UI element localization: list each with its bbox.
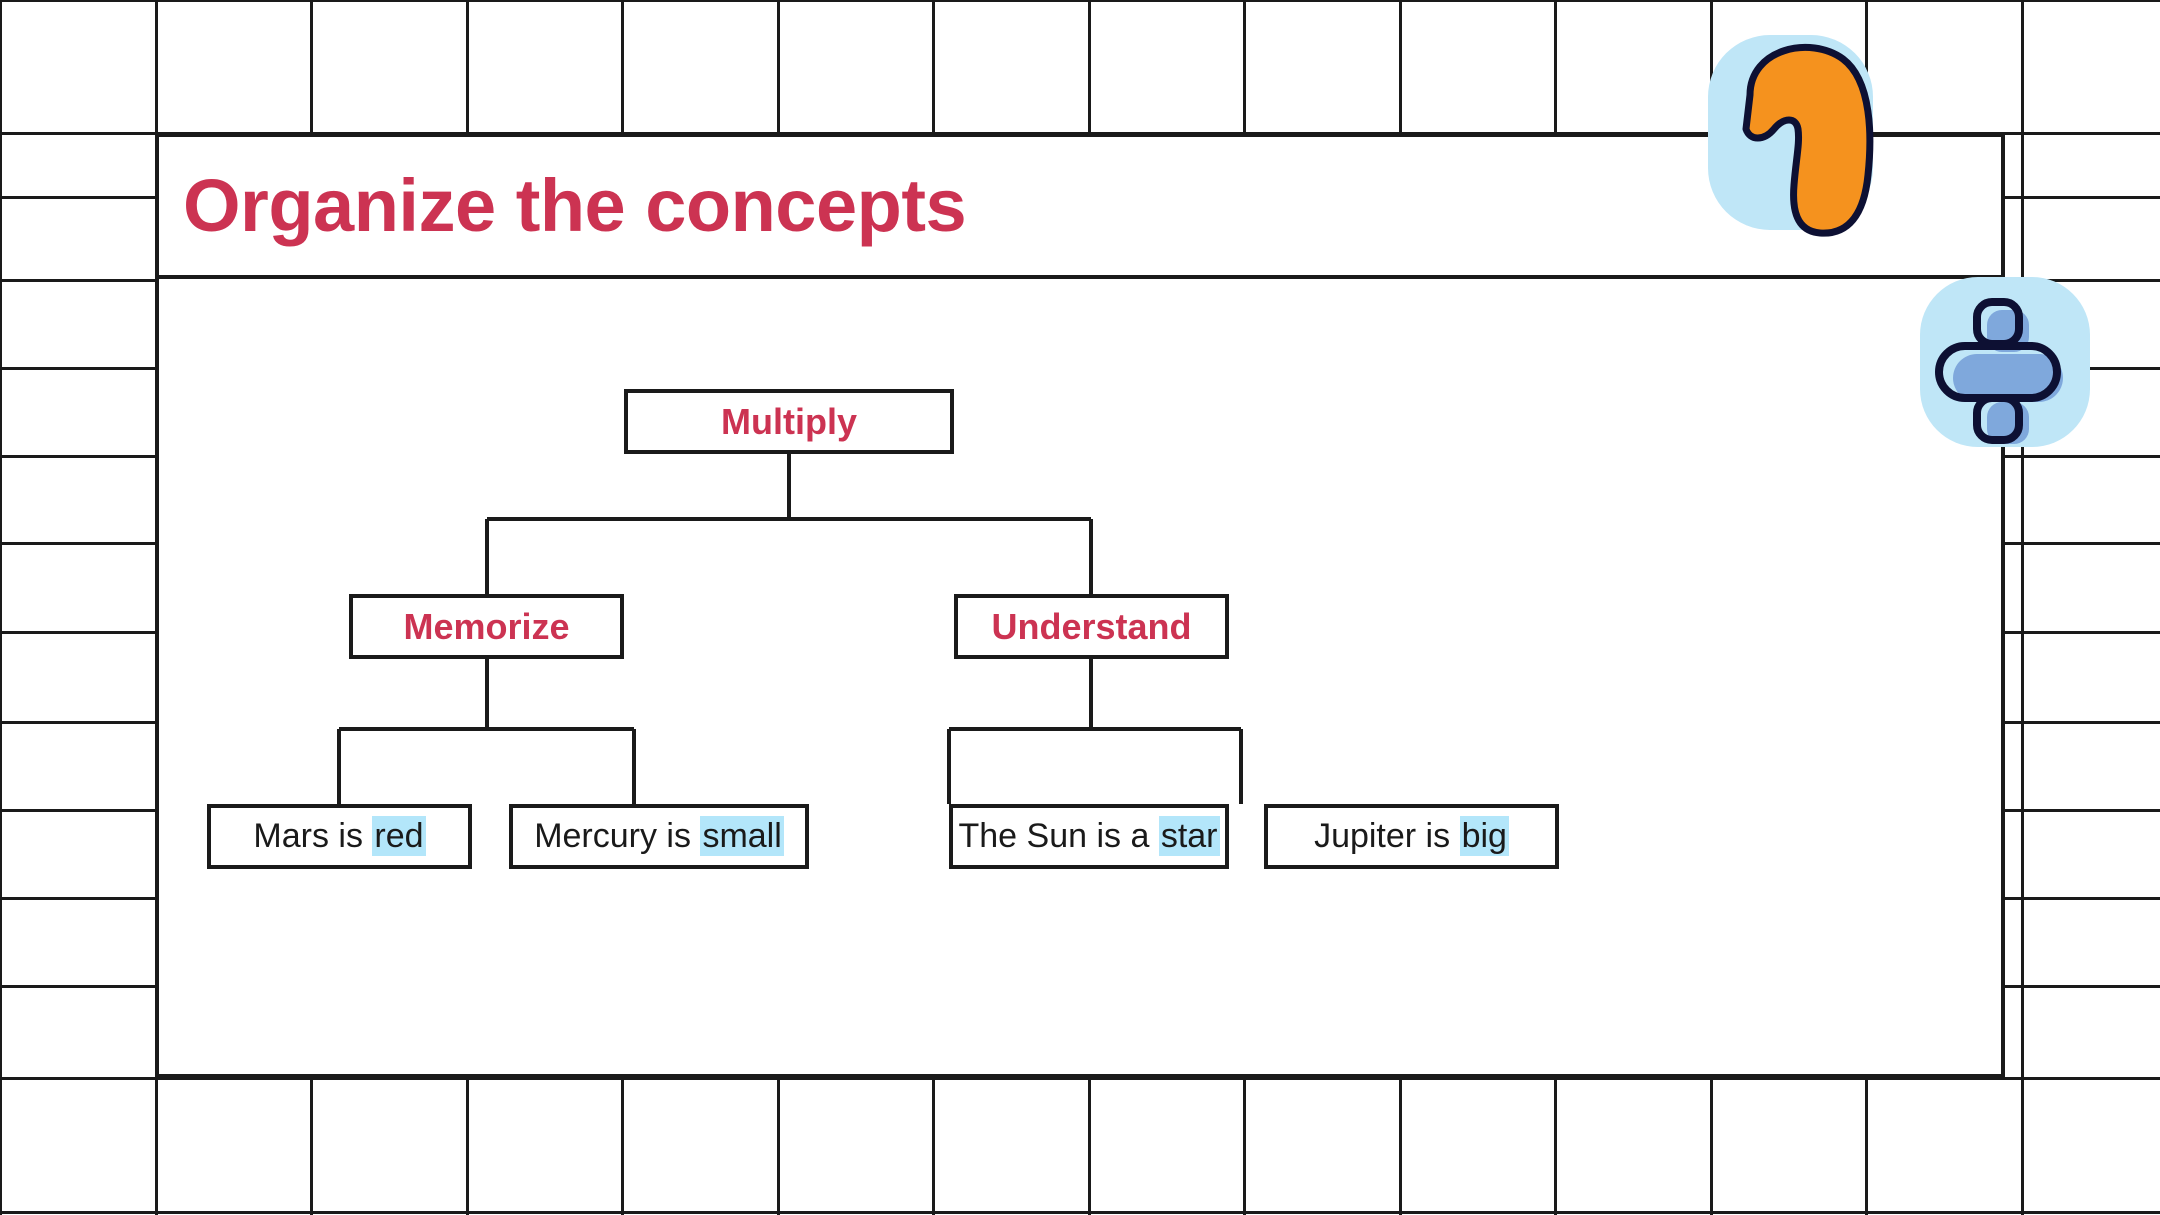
panel-border-right: [2001, 133, 2005, 1078]
tree-leaf-mercury-label: Mercury is small: [534, 816, 784, 856]
tree-leaf-jupiter-label: Jupiter is big: [1314, 816, 1509, 856]
grid-line-horizontal: [0, 0, 2160, 2]
leaf-highlight-word: small: [700, 816, 784, 856]
division-sign-sticker: [1920, 277, 2090, 447]
tree-leaf-sun[interactable]: The Sun is a star: [949, 804, 1229, 869]
grid-line-horizontal: [2004, 809, 2160, 812]
panel-border-left: [155, 133, 159, 1078]
tree-node-memorize-label: Memorize: [403, 605, 570, 647]
grid-line-horizontal: [2004, 985, 2160, 988]
tree-node-root-label: Multiply: [721, 400, 857, 442]
tree-leaf-sun-label: The Sun is a star: [958, 816, 1220, 856]
number-one-sticker: [1708, 35, 1874, 237]
tree-node-memorize[interactable]: Memorize: [349, 594, 624, 659]
grid-line-horizontal: [0, 542, 156, 545]
leaf-text-before: Mars is: [253, 817, 373, 855]
tree-leaf-mars[interactable]: Mars is red: [207, 804, 472, 869]
leaf-highlight-word: red: [372, 816, 426, 856]
page-title: Organize the concepts: [183, 164, 967, 247]
panel-border-top: [155, 133, 2005, 137]
tree-leaf-jupiter[interactable]: Jupiter is big: [1264, 804, 1559, 869]
grid-line-horizontal: [0, 631, 156, 634]
leaf-text-before: Mercury is: [534, 817, 701, 855]
grid-line-horizontal: [0, 196, 156, 199]
panel-border-bottom: [155, 1074, 2005, 1078]
leaf-text-before: Jupiter is: [1314, 817, 1460, 855]
tree-node-understand[interactable]: Understand: [954, 594, 1229, 659]
title-divider: [155, 275, 2005, 279]
grid-line-horizontal: [0, 985, 156, 988]
grid-line-horizontal: [2004, 196, 2160, 199]
grid-line-horizontal: [2004, 897, 2160, 900]
leaf-highlight-word: star: [1158, 816, 1220, 856]
title-band: Organize the concepts: [159, 137, 2001, 275]
grid-line-horizontal: [0, 367, 156, 370]
grid-line-horizontal: [2004, 279, 2160, 282]
grid-line-horizontal: [2004, 455, 2160, 458]
tree-connector-lines: [337, 454, 1243, 804]
grid-line-horizontal: [0, 897, 156, 900]
leaf-text-before: The Sun is a: [958, 817, 1159, 855]
grid-line-horizontal: [2004, 631, 2160, 634]
grid-line-horizontal: [2004, 542, 2160, 545]
leaf-highlight-word: big: [1459, 816, 1509, 856]
grid-line-vertical: [2021, 0, 2024, 1215]
tree-leaf-mercury[interactable]: Mercury is small: [509, 804, 809, 869]
grid-line-horizontal: [0, 721, 156, 724]
grid-line-horizontal: [0, 1211, 2160, 1214]
grid-line-horizontal: [0, 455, 156, 458]
grid-line-horizontal: [0, 809, 156, 812]
tree-node-root[interactable]: Multiply: [624, 389, 954, 454]
concept-tree-diagram: Multiply Memorize Understand Mars is red…: [159, 279, 2001, 1074]
tree-node-understand-label: Understand: [991, 605, 1192, 647]
grid-line-horizontal: [0, 1077, 2160, 1080]
grid-line-horizontal: [2004, 721, 2160, 724]
tree-leaf-mars-label: Mars is red: [253, 816, 426, 856]
grid-line-horizontal: [0, 279, 156, 282]
grid-line-vertical: [0, 0, 2, 1215]
content-panel: Organize the concepts: [155, 133, 2005, 1078]
